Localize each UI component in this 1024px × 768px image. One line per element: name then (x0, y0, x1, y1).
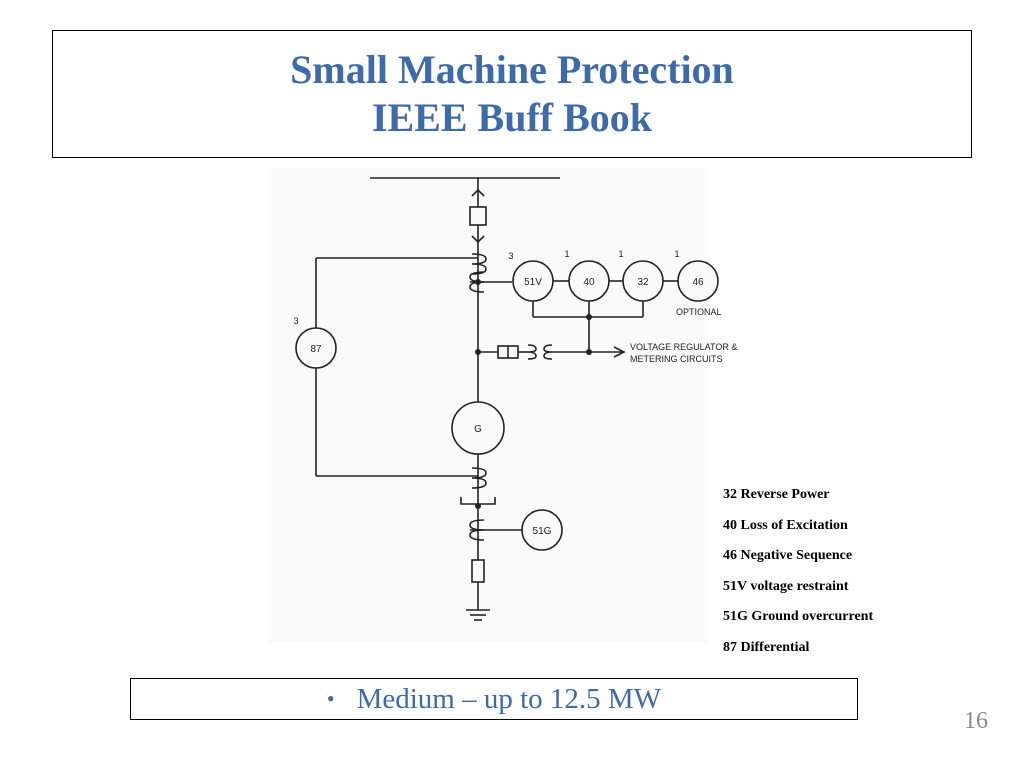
ct-neutral-87 (471, 467, 487, 489)
junction-dot (475, 503, 481, 509)
breaker-bottom-chevron (471, 235, 485, 244)
junction-dot (475, 279, 481, 285)
slide-title: Small Machine Protection (290, 47, 734, 92)
slide-title-box: Small Machine Protection IEEE Buff Book (52, 30, 972, 158)
relay-legend: 32 Reverse Power 40 Loss of Excitation 4… (723, 487, 873, 671)
legend-item: 51G Ground overcurrent (723, 609, 874, 625)
page-number: 16 (964, 708, 988, 734)
relay-87-label: 87 (310, 344, 322, 355)
legend-item: 87 Differential (723, 639, 810, 655)
count-51v: 3 (508, 251, 513, 261)
optional-label: OPTIONAL (676, 307, 722, 317)
grounding-resistor (471, 559, 485, 583)
junction-dot (586, 314, 592, 320)
relay-40-label: 40 (583, 277, 595, 288)
pt-transformer (527, 344, 537, 360)
count-32: 1 (618, 249, 623, 259)
junction-dot (475, 349, 481, 355)
count-46: 1 (674, 249, 679, 259)
slide-subtitle: IEEE Buff Book (371, 95, 653, 140)
junction-dot (586, 349, 592, 355)
breaker-top-chevron (471, 188, 485, 197)
relay-51g-circle (521, 509, 563, 551)
note-box: • Medium – up to 12.5 MW (130, 678, 858, 720)
voltage-regulator-label: VOLTAGE REGULATOR & (630, 342, 737, 352)
relay-51g-label: 51G (533, 526, 552, 537)
metering-circuits-label: METERING CIRCUITS (630, 354, 723, 364)
breaker (469, 206, 487, 226)
note-text: Medium – up to 12.5 MW (356, 682, 662, 715)
relay-46-label: 46 (692, 277, 704, 288)
relay-51v-label: 51V (524, 277, 542, 288)
count-40: 1 (564, 249, 569, 259)
legend-item: 40 Loss of Excitation (723, 517, 848, 533)
legend-item: 46 Negative Sequence (723, 548, 853, 564)
arrow-to-vr (613, 346, 626, 358)
bullet: • (326, 686, 335, 711)
count-87: 3 (293, 316, 298, 326)
legend-item: 32 Reverse Power (723, 487, 830, 502)
legend-item: 51V voltage restraint (723, 578, 849, 594)
generator-label: G (474, 424, 482, 435)
ct-top-87 (471, 253, 487, 275)
relay-32-label: 32 (637, 277, 649, 288)
